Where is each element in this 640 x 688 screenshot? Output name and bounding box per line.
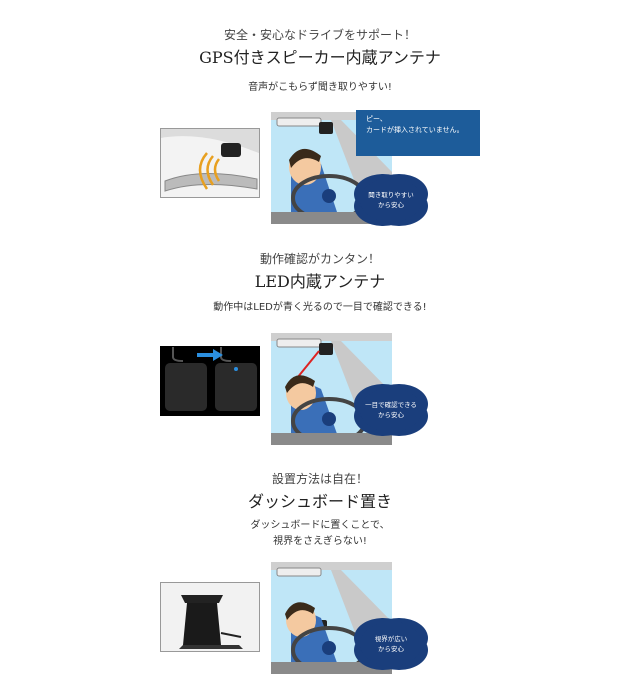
speech-bubble-line: ピー、 xyxy=(366,115,387,123)
dashboard-mount-photo xyxy=(160,582,260,652)
section2-heading: LED内蔵アンテナ xyxy=(254,272,386,291)
reassurance-cloud-2: 一目で確認できる から安心 xyxy=(360,388,422,432)
cloud-line: から安心 xyxy=(378,411,404,419)
mirror-speaker-illustration xyxy=(161,129,259,197)
section3-description: ダッシュボードに置くことで、 視界をさえぎらない! xyxy=(0,518,640,550)
speech-bubble-line: カードが挿入されていません。 xyxy=(366,126,464,134)
cloud-line: 聞き取りやすい xyxy=(368,191,414,199)
cloud-line: 視界が広い xyxy=(374,635,408,643)
description-line: ダッシュボードに置くことで、 xyxy=(250,520,390,531)
reassurance-cloud-1: 聞き取りやすい から安心 xyxy=(360,178,422,222)
section2-kicker: 動作確認がカンタン！ xyxy=(259,252,380,266)
section1-heading: GPS付きスピーカー内蔵アンテナ xyxy=(199,48,441,67)
section1-description: 音声がこもらず聞き取りやすい! xyxy=(248,82,392,93)
section1-kicker: 安全・安心なドライブをサポート！ xyxy=(223,28,416,42)
cloud-line: 一目で確認できる xyxy=(365,401,417,409)
description-line: 視界をさえぎらない! xyxy=(273,536,367,547)
section3-heading: ダッシュボード置き xyxy=(247,492,392,511)
reassurance-cloud-3: 視界が広い から安心 xyxy=(360,622,422,666)
section3-kicker: 設置方法は自在！ xyxy=(271,472,368,486)
dashboard-mount-illustration xyxy=(161,583,259,651)
cloud-line: から安心 xyxy=(378,645,404,653)
speaker-mirror-photo xyxy=(160,128,260,198)
cloud-line: から安心 xyxy=(378,201,404,209)
led-comparison-illustration xyxy=(161,347,259,415)
speech-bubble: ピー、 カードが挿入されていません。 xyxy=(356,110,480,156)
section2-description: 動作中はLEDが青く光るので一目で確認できる! xyxy=(213,302,427,313)
led-antenna-photo xyxy=(160,346,260,416)
